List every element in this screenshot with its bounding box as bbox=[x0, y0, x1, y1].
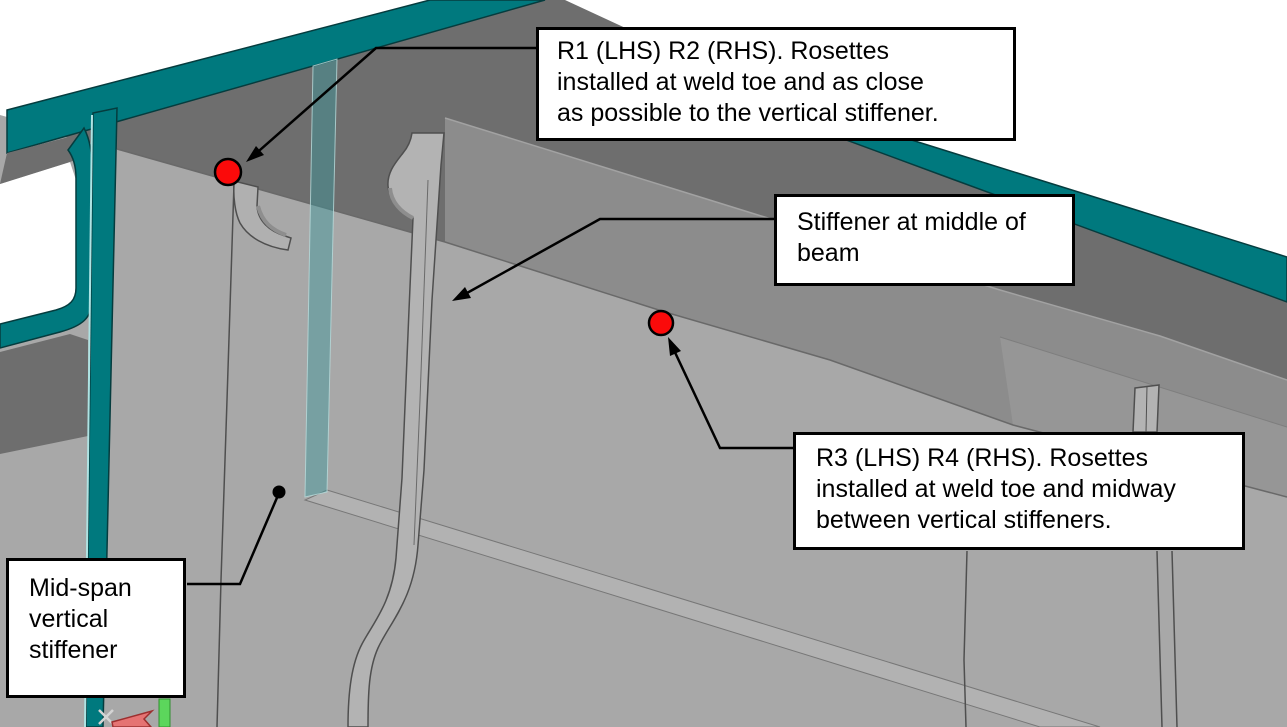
stiffener-left-cope-fillet bbox=[256, 205, 287, 237]
leader-r1 bbox=[251, 46, 536, 158]
callout-r1-r2-rosettes: R1 (LHS) R2 (RHS). Rosettes installed at… bbox=[536, 27, 1016, 141]
leader-midspan bbox=[187, 492, 281, 586]
leader-mid-beam-stiffener bbox=[457, 217, 774, 300]
leader-midspan-dot bbox=[272, 485, 286, 499]
callout-mid-beam-stiffener: Stiffener at middle of beam bbox=[774, 194, 1075, 286]
section-cut-dark-wedge-bottom bbox=[0, 334, 88, 454]
rosette-r1-marker bbox=[213, 157, 243, 187]
bottom-flange-edge-band bbox=[303, 489, 1101, 727]
flange-bottom-edge-line bbox=[444, 117, 1287, 381]
callout-midspan-vertical-stiffener: Mid-span vertical stiffener bbox=[6, 558, 186, 698]
leader-r3-arrowhead bbox=[668, 337, 681, 356]
triad-x-glyph bbox=[98, 709, 114, 725]
mid-beam-stiffener-cope-fillet bbox=[388, 187, 414, 220]
leader-r3 bbox=[670, 345, 793, 450]
leader-mid-beam-stiffener-arrowhead bbox=[452, 287, 471, 301]
leader-r1-arrowhead bbox=[246, 146, 264, 162]
flange-shadow-edge-line bbox=[999, 336, 1287, 428]
flange-underside-dark-band bbox=[7, 0, 1287, 380]
callout-r3-r4-rosettes: R3 (LHS) R4 (RHS). Rosettes installed at… bbox=[793, 432, 1245, 550]
mid-beam-stiffener bbox=[347, 132, 445, 727]
rosette-r3-marker bbox=[647, 309, 675, 337]
triad-green-axis-bar bbox=[158, 698, 171, 727]
section-cut-flange-dark-wedge-top bbox=[0, 133, 92, 184]
stiffener-right-edge-lines bbox=[1156, 550, 1178, 727]
top-flange-left-edge bbox=[6, 0, 546, 154]
stiffener-right-tab-split-line bbox=[1145, 385, 1148, 433]
mid-beam-stiffener-thickness-line bbox=[413, 179, 429, 546]
stiffener-quarter-edge-line bbox=[963, 550, 968, 727]
stiffener-left-edge-line bbox=[216, 183, 235, 727]
midspan-stiffener-translucent bbox=[304, 58, 338, 498]
beam-web-surface bbox=[0, 115, 1287, 727]
triad-red-axis-arrow bbox=[111, 709, 155, 727]
section-cut-background bbox=[0, 162, 76, 326]
